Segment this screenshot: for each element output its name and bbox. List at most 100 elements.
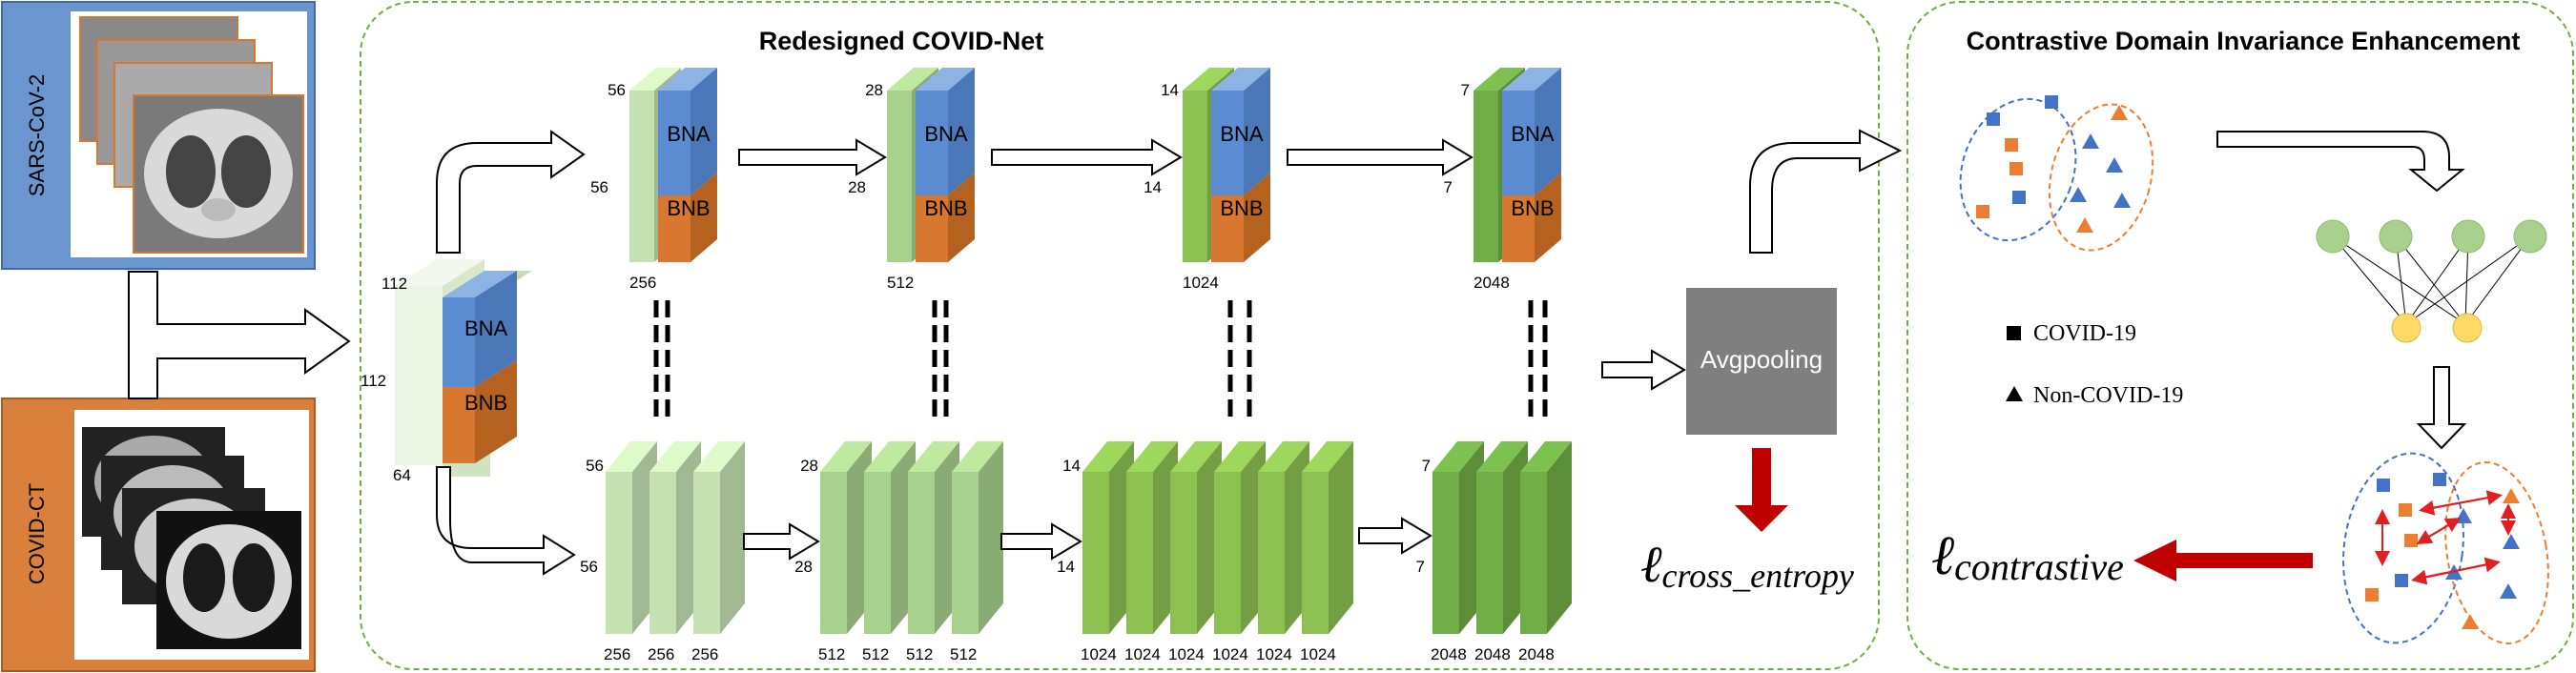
projection-network-icon [2316,219,2547,343]
bnb-block [916,173,975,262]
channel-label: 256 [691,645,718,663]
to-avgpool-arrow [1601,349,1686,391]
lower-arrow-1 [743,522,820,561]
stage-dim-top: 7 [1461,81,1470,99]
bna-block [916,68,975,195]
channel-label: 512 [950,645,977,663]
stem-dim-bottom: 64 [393,466,411,484]
bnb-block [1502,173,1561,262]
bnb-block [658,173,717,262]
stem-dim-top: 112 [381,275,407,293]
conv-slab [693,441,745,634]
conv-slab [820,441,872,634]
stem-dim-left: 112 [361,372,386,390]
skip-link-2 [932,300,949,419]
avgpool-block: Avgpooling [1686,288,1837,435]
feature-clusters [1959,95,2154,252]
stage-dim-bottom: 512 [887,274,914,292]
merge-arrow [128,271,351,399]
conv-slab [1520,441,1572,634]
lower-arrow-3 [1358,517,1432,555]
legend-noncovid-label: Non-COVID-19 [2033,383,2183,408]
channel-label: 2048 [1474,645,1511,663]
conv-slab [1476,441,1528,634]
dataset-covid-ct: COVID-CT [1,398,316,672]
stage-dim-bottom: 256 [629,274,656,292]
stage-dim-bottom: 1024 [1183,274,1219,292]
bna-block [1211,68,1270,195]
skip-connections [653,300,1548,419]
conv-slab [864,441,916,634]
ct-scan-stack-top-icon [79,16,304,254]
stage-dim-left: 7 [1416,558,1425,576]
conv-slab [1126,441,1178,634]
bnb-label: BNB [1511,196,1554,220]
stage-dim-left: 56 [590,178,608,196]
stem-bna-label: BNA [464,316,508,340]
right-panel-border [1906,1,2574,670]
bnb-label: BNB [667,196,710,220]
channel-label: 2048 [1431,645,1467,663]
contrastive-embedding [2342,452,2549,644]
stage-dim-top: 56 [608,81,626,99]
skip-link-4 [1528,300,1548,419]
loss-ce-symbol: ℓ [1640,536,1662,593]
conv-slab [649,441,701,634]
conv-slab [908,441,959,634]
ce-down-arrow [1735,448,1788,532]
bnb-label: BNB [1220,196,1263,220]
loss-ce-subscript: cross_entropy [1662,557,1854,595]
conv-slab [1170,441,1222,634]
right-panel-title: Contrastive Domain Invariance Enhancemen… [1967,27,2521,55]
conv-slab [952,441,1003,634]
main-panel-border [360,1,1880,670]
conv-slab [1302,441,1353,634]
bnb-label: BNB [924,196,967,220]
bnb-block [1211,173,1270,262]
channel-label: 256 [604,645,630,663]
dataset-label-covid-ct: COVID-CT [25,483,49,584]
channel-label: 1024 [1212,645,1248,663]
legend-triangle-icon [2006,386,2023,401]
bna-label: BNA [1220,122,1264,146]
dataset-sars-cov-2: SARS-CoV-2 [1,1,316,270]
cluster-to-network-arrow [2216,131,2465,193]
stem-bnb [443,360,517,463]
contrastive-loss-arrow [2133,540,2313,581]
legend: COVID-19 Non-COVID-19 [2006,321,2183,408]
channel-label: 1024 [1124,645,1161,663]
stage-dim-top: 28 [800,457,818,475]
channel-label: 2048 [1518,645,1555,663]
stage-dim-top: 56 [586,457,604,475]
conv-slab [1214,441,1266,634]
stage-dim-left: 56 [580,558,598,576]
stage-dim-bottom: 2048 [1473,274,1510,292]
upper-arrow-1 [738,138,887,176]
channel-label: 1024 [1081,645,1117,663]
stage-dim-left: 14 [1144,178,1162,196]
loss-con-subscript: contrastive [1954,545,2124,588]
dataset-label-sars-cov-2: SARS-CoV-2 [25,74,49,196]
channel-label: 1024 [1256,645,1292,663]
stage-dim-top: 28 [865,81,883,99]
stage-dim-left: 7 [1444,178,1453,196]
stem-bnb-label: BNB [464,391,507,415]
stage-dim-top: 14 [1062,457,1081,475]
conv-slab [1432,441,1484,634]
stage-dim-left: 28 [794,558,813,576]
channel-label: 512 [862,645,889,663]
skip-link-3 [1227,300,1252,419]
channel-label: 256 [648,645,674,663]
stem-to-lower-arrow [436,466,576,576]
lower-stage-1: 256 256 256 56 56 [580,441,745,663]
channel-label: 512 [906,645,933,663]
bna-block [658,68,717,195]
upper-stages: BNABNB5656256BNABNB2828512BNABNB14141024… [590,68,1561,292]
